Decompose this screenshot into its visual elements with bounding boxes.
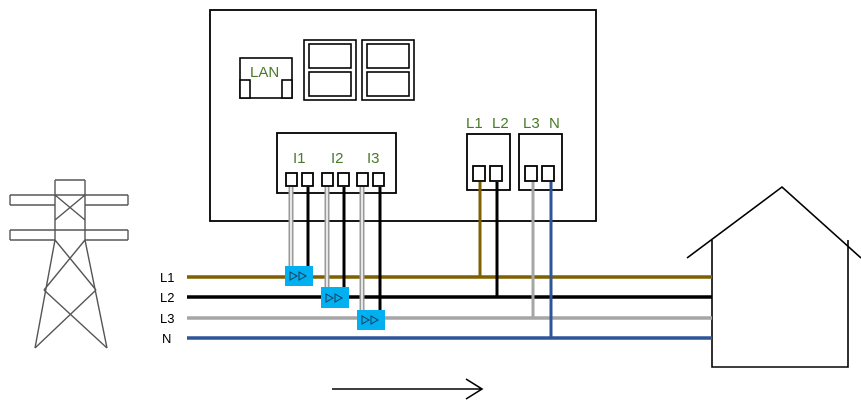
line-label-l3: L3 (160, 311, 174, 326)
lan-label: LAN (250, 64, 279, 81)
voltage-label-l2: L2 (492, 115, 509, 132)
ct-clamp-i1 (285, 266, 313, 286)
pylon-icon (9, 179, 129, 349)
ct-label-i2: I2 (331, 150, 344, 167)
ct-label-i1: I1 (293, 150, 306, 167)
ct-clamp-i2 (321, 287, 349, 308)
ct-leads-i1 (288, 187, 310, 270)
voltage-label-l1: L1 (466, 115, 483, 132)
house-icon (686, 185, 861, 368)
ct-leads-i3 (359, 187, 382, 312)
voltage-label-n: N (549, 115, 560, 132)
voltage-terminal-block-2 (518, 133, 563, 191)
voltage-terminal-block-1 (466, 133, 511, 191)
arrow-right-icon (332, 378, 484, 400)
line-label-l2: L2 (160, 290, 174, 305)
display-panel (303, 39, 415, 101)
line-label-l1: L1 (160, 270, 174, 285)
voltage-label-l3: L3 (523, 115, 540, 132)
ct-terminal-block: I1 I2 I3 (276, 132, 397, 194)
line-label-n: N (162, 331, 171, 346)
ct-leads-i2 (324, 187, 346, 290)
lan-port (239, 57, 293, 99)
ct-label-i3: I3 (367, 150, 380, 167)
ct-clamp-i3 (357, 310, 385, 330)
